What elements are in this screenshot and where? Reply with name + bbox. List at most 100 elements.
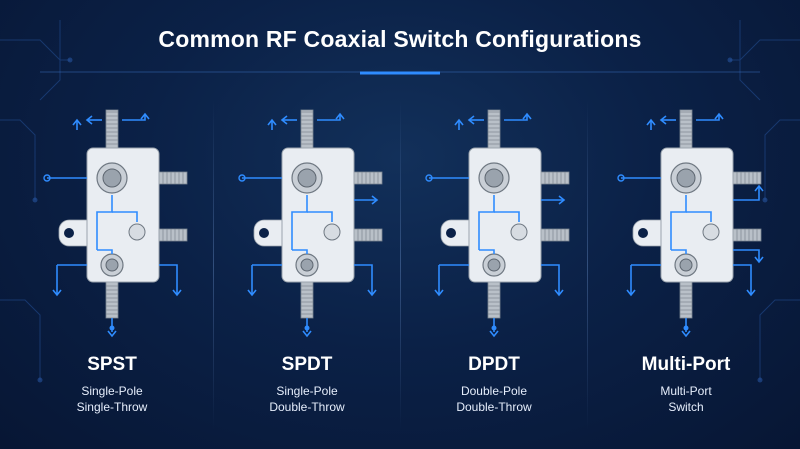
signal-path bbox=[494, 211, 520, 222]
arrow-icon bbox=[85, 115, 93, 125]
signal-path bbox=[292, 249, 308, 254]
right-connector-lower bbox=[538, 228, 570, 242]
arrow-icon bbox=[554, 289, 564, 297]
right-connector-lower bbox=[351, 228, 383, 242]
arrow-icon bbox=[302, 330, 312, 338]
right-connector-upper bbox=[730, 171, 762, 185]
signal-node-icon bbox=[491, 325, 497, 331]
config-desc-line1: Single-Pole bbox=[276, 384, 338, 398]
page-title: Common RF Coaxial Switch Configurations bbox=[158, 26, 642, 52]
arrow-icon bbox=[646, 118, 656, 126]
signal-path bbox=[670, 195, 687, 250]
arrow-icon bbox=[140, 112, 150, 120]
mounting-hole bbox=[446, 228, 456, 238]
arrow-icon bbox=[467, 115, 475, 125]
arrow-icon bbox=[626, 289, 636, 297]
signal-node-icon bbox=[683, 325, 689, 331]
arrow-icon bbox=[754, 184, 764, 192]
arrow-icon bbox=[522, 112, 532, 120]
config-desc-line1: Double-Pole bbox=[460, 384, 528, 398]
card-dpdt: DPDT Double-Pole Double-Throw bbox=[399, 100, 589, 430]
right-connector-lower bbox=[730, 228, 762, 242]
multi-port-switch-diagram bbox=[617, 109, 764, 338]
config-desc-line1: Multi-Port bbox=[660, 384, 712, 398]
actuator-icon bbox=[128, 223, 146, 241]
column-divider bbox=[587, 100, 588, 430]
right-connector-upper bbox=[538, 171, 570, 185]
port-center bbox=[484, 168, 504, 188]
arrow-icon bbox=[72, 118, 82, 126]
port-center bbox=[105, 258, 119, 272]
signal-path bbox=[112, 211, 138, 222]
config-desc-line2: Single-Throw bbox=[76, 400, 148, 414]
config-name: SPST bbox=[87, 354, 137, 375]
signal-path bbox=[354, 264, 373, 295]
signal-path bbox=[317, 114, 341, 121]
arrow-icon bbox=[434, 289, 444, 297]
config-name: SPDT bbox=[281, 354, 333, 375]
spdt-switch-diagram bbox=[238, 109, 383, 338]
signal-node-icon bbox=[304, 325, 310, 331]
signal-path bbox=[733, 249, 760, 262]
dpdt-switch-diagram bbox=[425, 109, 570, 338]
arrow-icon bbox=[247, 289, 257, 297]
arrow-icon bbox=[107, 330, 117, 338]
signal-path bbox=[159, 264, 178, 295]
config-name: DPDT bbox=[468, 354, 520, 375]
card-spdt: SPDT Single-Pole Double-Throw bbox=[212, 100, 402, 430]
port-center bbox=[297, 168, 317, 188]
right-connector-lower bbox=[156, 228, 188, 242]
signal-path bbox=[696, 114, 720, 121]
arrow-icon bbox=[367, 289, 377, 297]
mounting-hole bbox=[638, 228, 648, 238]
mounting-hole bbox=[64, 228, 74, 238]
arrow-icon bbox=[681, 330, 691, 338]
input-node-icon bbox=[43, 174, 51, 182]
arrow-icon bbox=[172, 289, 182, 297]
input-node-icon bbox=[238, 174, 246, 182]
config-desc-line2: Double-Throw bbox=[269, 400, 345, 414]
arrow-icon bbox=[280, 115, 288, 125]
signal-path bbox=[96, 195, 113, 250]
arrow-icon bbox=[558, 195, 566, 205]
column-divider bbox=[213, 100, 214, 430]
port-center bbox=[679, 258, 693, 272]
input-node-icon bbox=[617, 174, 625, 182]
arrow-icon bbox=[52, 289, 62, 297]
arrow-icon bbox=[454, 118, 464, 126]
port-center bbox=[102, 168, 122, 188]
input-node-icon bbox=[425, 174, 433, 182]
right-connector-upper bbox=[351, 171, 383, 185]
port-center bbox=[676, 168, 696, 188]
signal-path bbox=[686, 211, 712, 222]
signal-path bbox=[733, 264, 752, 295]
signal-path bbox=[479, 249, 495, 254]
arrow-icon bbox=[754, 256, 764, 264]
arrow-icon bbox=[371, 195, 379, 205]
signal-path bbox=[733, 186, 760, 201]
arrow-icon bbox=[714, 112, 724, 120]
actuator-icon bbox=[323, 223, 341, 241]
mounting-hole bbox=[259, 228, 269, 238]
card-spst: SPST Single-Pole Single-Throw bbox=[17, 100, 207, 430]
signal-path bbox=[478, 195, 495, 250]
port-center bbox=[300, 258, 314, 272]
spst-switch-diagram bbox=[43, 109, 188, 338]
config-desc-line2: Double-Throw bbox=[456, 400, 532, 414]
arrow-icon bbox=[267, 118, 277, 126]
config-name: Multi-Port bbox=[641, 354, 731, 375]
arrow-icon bbox=[489, 330, 499, 338]
actuator-icon bbox=[510, 223, 528, 241]
config-desc-line2: Switch bbox=[668, 400, 704, 414]
card-multi-port: Multi-Port Multi-Port Switch bbox=[591, 100, 781, 430]
signal-path bbox=[291, 195, 308, 250]
port-center bbox=[487, 258, 501, 272]
right-connector-upper bbox=[156, 171, 188, 185]
signal-node-icon bbox=[109, 325, 115, 331]
column-divider bbox=[400, 100, 401, 430]
signal-path bbox=[307, 211, 333, 222]
arrow-icon bbox=[335, 112, 345, 120]
signal-path bbox=[504, 114, 528, 121]
